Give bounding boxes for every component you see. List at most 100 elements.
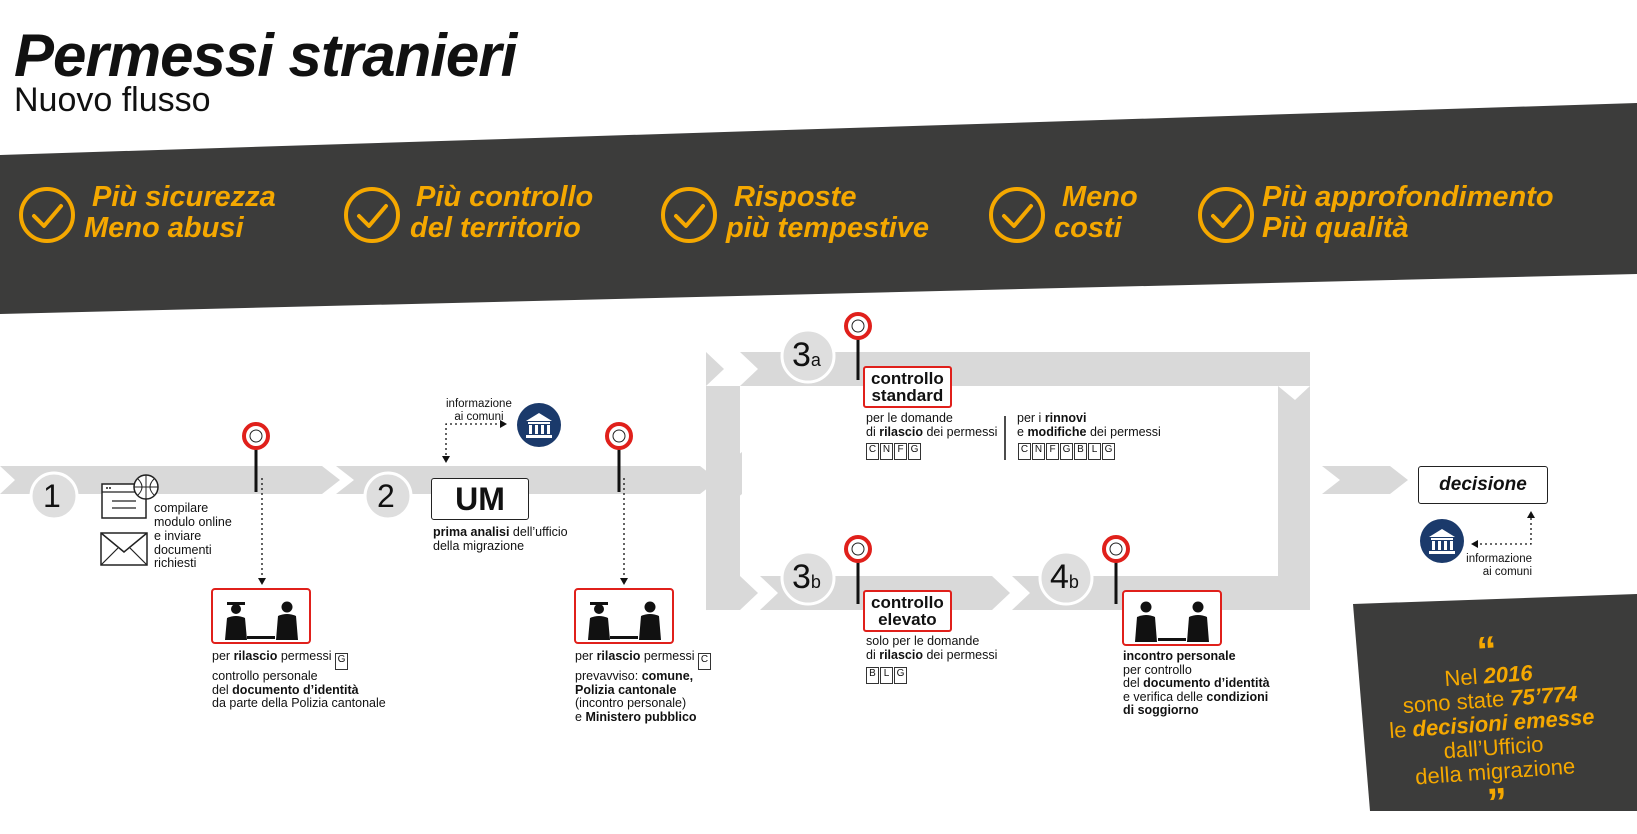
text-span: dell’ufficio: [512, 525, 568, 539]
permit-code: N: [880, 443, 893, 460]
text-bold: comune,: [641, 669, 694, 683]
police-check-1-text: per rilascio permessi G controllo person…: [212, 649, 386, 711]
text-line: e verifica delle condizioni: [1123, 689, 1270, 705]
permit-code: C: [698, 653, 712, 670]
check-circle-icon: [344, 187, 400, 243]
text-bold: incontro personale: [1123, 649, 1236, 663]
text-bold: documento d’identità: [1143, 676, 1270, 690]
benefit-line: più tempestive: [726, 212, 930, 244]
text-span: di: [866, 424, 876, 439]
standard-control-box: controllo standard: [863, 366, 952, 408]
permit-code: B: [1074, 443, 1087, 460]
text-line: di rilascio dei permessi: [866, 424, 997, 440]
benefit-line: del territorio: [410, 212, 581, 244]
text-span: dei permessi: [926, 647, 998, 662]
text-line: standard: [871, 386, 944, 405]
page-subtitle: Nuovo flusso: [14, 81, 211, 119]
flow-chevron-bottom-mid: [992, 576, 1030, 610]
text-span: per: [575, 649, 594, 663]
elevated-control-text: solo per le domande di rilascio dei perm…: [866, 634, 998, 663]
text-line: per rilascio permessi C: [575, 649, 712, 670]
permit-codes-3a-right: C N F G B L G: [1018, 443, 1115, 460]
benefit-responses: Risposte più tempestive: [726, 182, 929, 252]
text-line: della migrazione: [433, 538, 525, 553]
text-span: del: [1123, 676, 1140, 690]
flow-chevron-top-right: [1278, 386, 1310, 400]
text-line: Polizia cantonale: [575, 683, 711, 698]
step-suffix: b: [1068, 572, 1079, 592]
personal-meeting-icon: [1122, 590, 1222, 646]
text-span: di: [866, 647, 876, 662]
step-number-2: 2: [377, 478, 395, 514]
text-line: di soggiorno: [1123, 703, 1270, 718]
step-digit: 4: [1050, 558, 1069, 596]
envelope-icon: [100, 532, 148, 566]
text-line: prevavviso: comune,: [575, 669, 711, 684]
text-line: elevato: [878, 610, 937, 629]
permit-code: G: [1102, 443, 1115, 460]
text-line: ai comuni: [454, 410, 504, 423]
infographic: Permessi stranieri Nuovo flusso Più sicu…: [0, 22, 1637, 825]
step-digit: 3: [792, 558, 811, 596]
text-bold: Ministero pubblico: [585, 709, 697, 724]
documents-label: e inviare documenti richiesti: [154, 529, 212, 571]
text-line: richiesti: [154, 556, 197, 570]
decision-box: decisione: [1418, 466, 1548, 504]
text-bold: rilascio: [596, 649, 641, 663]
check-circle-icon: [989, 187, 1045, 243]
statistic-quote: “ Nel 2016 sono state 75’774 le decision…: [1356, 629, 1627, 826]
permit-codes-3a-left: C N F G: [866, 443, 921, 460]
text-line: compilare: [154, 501, 209, 515]
elevated-control-box: controllo elevato: [863, 590, 952, 632]
town-hall-icon: [517, 403, 561, 447]
step-number-3a: 3a: [792, 336, 821, 375]
text-line: per controllo: [1123, 662, 1192, 677]
text-bold: condizioni: [1206, 689, 1269, 704]
text-span: permessi: [280, 649, 332, 663]
benefit-quality: Più approfondimento Più qualità: [1262, 182, 1554, 252]
text-line: ai comuni: [1482, 565, 1532, 578]
text-line: per i rinnovi: [1017, 411, 1161, 426]
benefit-line: costi: [1054, 212, 1122, 244]
quote-panel: [1353, 594, 1637, 811]
text-span: permessi: [643, 649, 695, 663]
flow-chevron-left-mid: [706, 452, 742, 508]
online-form-icon: [101, 474, 159, 519]
permit-code: N: [1032, 443, 1045, 460]
text-line: modulo online: [154, 514, 232, 529]
step-number-4b: 4b: [1050, 558, 1079, 597]
text-span: dei permessi: [1089, 424, 1161, 439]
police-meeting-icon: [574, 588, 674, 644]
text-bold: rilascio: [879, 424, 923, 439]
page-title: Permessi stranieri: [14, 22, 517, 89]
text-bold: documento d’identità: [232, 682, 359, 697]
permit-code: C: [866, 443, 879, 460]
permit-code: G: [1060, 443, 1073, 460]
text-bold: rilascio: [233, 649, 278, 663]
text-line: di rilascio dei permessi: [866, 647, 998, 663]
permit-code: G: [908, 443, 921, 460]
text-line: (incontro personale): [575, 696, 687, 710]
text-line: e modifiche dei permessi: [1017, 424, 1161, 440]
text-span: per i: [1017, 411, 1042, 425]
text-line: del documento d’identità: [1123, 676, 1270, 691]
text-line: del documento d’identità: [212, 682, 386, 698]
permit-code: C: [1018, 443, 1031, 460]
text-line: per le domande: [866, 411, 953, 425]
text-span: e verifica delle: [1123, 689, 1203, 704]
benefit-line: Più controllo: [416, 181, 594, 213]
text-line: controllo: [871, 593, 944, 612]
text-span: prevavviso:: [575, 669, 639, 683]
benefit-line: Più approfondimento: [1262, 181, 1554, 213]
benefit-line: Risposte: [734, 181, 857, 213]
text-span: e: [575, 709, 582, 724]
police-meeting-icon: [211, 588, 311, 644]
personal-meeting-text: incontro personale per controllo del doc…: [1123, 649, 1270, 718]
permit-code: L: [880, 667, 893, 684]
text-span: del: [212, 682, 229, 697]
text-span: le: [1388, 717, 1408, 744]
flow-arrow-segment-final: [1322, 466, 1408, 494]
text-bold: modifiche: [1027, 424, 1087, 439]
step-suffix: b: [810, 572, 821, 592]
step-number-1: 1: [43, 478, 61, 514]
